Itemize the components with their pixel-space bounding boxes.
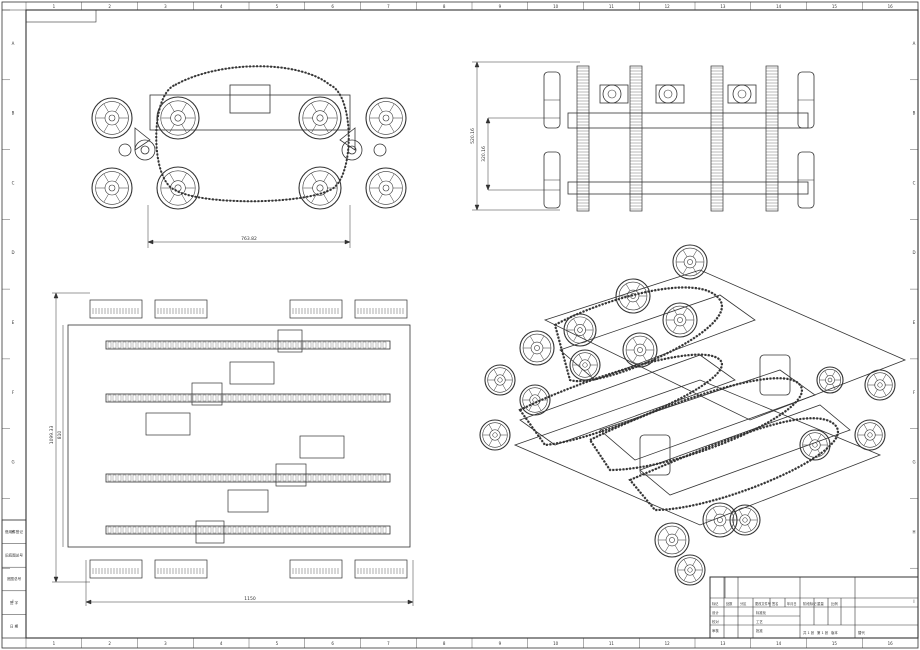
title-block-supersede: 替代 <box>858 630 866 635</box>
title-block-header-cell: 年月日 <box>787 601 797 606</box>
title-block-sheet-info: 第 1 张 <box>817 630 829 635</box>
zone-letter-right: D <box>912 250 915 255</box>
title-block-stage-label: 比例 <box>831 601 838 606</box>
zone-number-bottom: 14 <box>776 641 782 646</box>
title-block-header-cell: 分区 <box>740 601 747 606</box>
title-block-header-cell: 签名 <box>772 601 778 606</box>
zone-letter-left: A <box>12 41 15 46</box>
zone-number-bottom: 15 <box>832 641 838 646</box>
zone-number-top: 11 <box>609 4 615 9</box>
zone-number-bottom: 2 <box>108 641 111 646</box>
plan-height-dimension: 1099.33 <box>49 426 55 445</box>
zone-number-bottom: 4 <box>220 641 223 646</box>
zone-number-top: 6 <box>331 4 334 9</box>
title-block-row-label: 设计 <box>712 610 719 615</box>
zone-number-top: 1 <box>53 4 56 9</box>
zone-number-top: 12 <box>665 4 671 9</box>
front-width-dimension: 763.82 <box>241 236 257 242</box>
zone-number-top: 5 <box>276 4 279 9</box>
zone-number-top: 15 <box>832 4 838 9</box>
zone-number-bottom: 11 <box>609 641 615 646</box>
left-strip-cell: 借用件登记 <box>5 529 23 534</box>
zone-letter-right: I <box>913 599 914 604</box>
zone-letter-left: H <box>11 529 14 534</box>
zone-number-bottom: 13 <box>720 641 726 646</box>
left-strip-cell: 签 字 <box>10 600 19 605</box>
zone-number-top: 14 <box>776 4 782 9</box>
title-block-mid-label: 工艺 <box>756 619 763 624</box>
zone-number-bottom: 3 <box>164 641 167 646</box>
zone-letter-left: D <box>11 250 14 255</box>
zone-number-top: 13 <box>720 4 726 9</box>
side-height-outer-dimension: 520.16 <box>470 128 476 144</box>
left-strip-cell: 底图总号 <box>7 576 22 581</box>
zone-letter-left: F <box>12 390 15 395</box>
title-block-sheet-info: 共 1 张 <box>803 630 815 635</box>
title-block: 标记 处数 分区 更改文件号签名 年月日 设计校对审核 标准化工艺批准 阶段标记重量 比例… <box>709 576 919 639</box>
title-block-header-cell: 处数 <box>726 601 733 606</box>
plan-height-inner-dimension: 810 <box>57 431 63 440</box>
zone-number-bottom: 9 <box>499 641 502 646</box>
zone-number-top: 10 <box>553 4 559 9</box>
zone-number-bottom: 12 <box>665 641 671 646</box>
title-block-mid-label: 标准化 <box>756 610 767 615</box>
title-block-mid-label: 批准 <box>756 628 763 633</box>
zone-number-top: 4 <box>220 4 223 9</box>
zone-letter-left: I <box>12 599 13 604</box>
zone-number-bottom: 1 <box>53 641 56 646</box>
side-view: 520.16 320.16 <box>470 61 815 212</box>
zone-markers-left: A B C D E F G H I <box>2 9 15 604</box>
zone-number-bottom: 6 <box>331 641 334 646</box>
zone-letter-right: B <box>913 111 916 116</box>
zone-letter-right: A <box>913 41 916 46</box>
zone-letter-right: H <box>912 529 915 534</box>
zone-markers-right: A B C D E F G H I <box>910 9 918 604</box>
zone-number-top: 3 <box>164 4 167 9</box>
zone-number-top: 16 <box>888 4 894 9</box>
zone-letter-left: C <box>12 180 15 185</box>
zone-number-bottom: 5 <box>276 641 279 646</box>
title-block-row-label: 审核 <box>712 628 719 633</box>
plan-width-dimension: 1150 <box>244 596 256 602</box>
title-block-sheet-info: 版本 <box>831 630 838 635</box>
isometric-view <box>479 244 907 586</box>
title-block-stage-label: 重量 <box>817 601 824 606</box>
zone-letter-right: G <box>912 460 915 465</box>
plan-view: 1099.33 810 1150 <box>49 292 414 606</box>
zone-number-top: 2 <box>108 4 111 9</box>
zone-letter-left: E <box>12 320 15 325</box>
title-block-stage-label: 阶段标记 <box>803 601 817 606</box>
title-block-row-label: 校对 <box>712 619 719 624</box>
title-block-header-cell: 标记 <box>712 601 719 606</box>
zone-letter-right: E <box>913 320 916 325</box>
zone-number-top: 8 <box>443 4 446 9</box>
zone-letter-left: G <box>11 460 14 465</box>
zone-number-bottom: 10 <box>553 641 559 646</box>
zone-letter-right: C <box>913 180 916 185</box>
front-view: 763.82 <box>91 65 407 248</box>
zone-number-top: 7 <box>387 4 390 9</box>
zone-number-top: 9 <box>499 4 502 9</box>
zone-number-bottom: 16 <box>888 641 894 646</box>
zone-number-bottom: 7 <box>387 641 390 646</box>
zone-number-bottom: 8 <box>443 641 446 646</box>
left-strip-cell: 日 期 <box>10 623 19 628</box>
title-block-header-cell: 更改文件号 <box>755 601 771 606</box>
zone-letter-right: F <box>913 390 916 395</box>
side-height-inner-dimension: 320.16 <box>481 146 487 162</box>
zone-letter-left: B <box>12 111 15 116</box>
left-strip-cell: 旧底图总号 <box>5 553 23 558</box>
